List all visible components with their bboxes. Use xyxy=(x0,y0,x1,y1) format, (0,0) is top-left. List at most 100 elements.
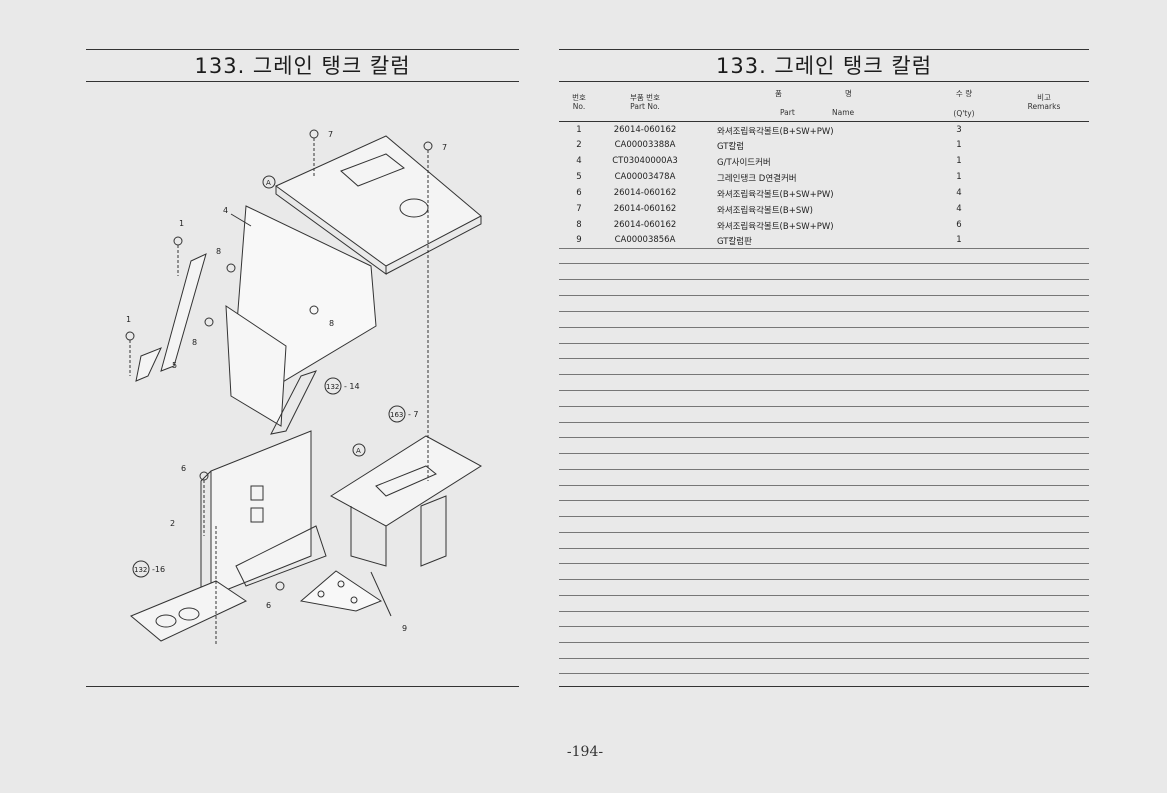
row-qty: 3 xyxy=(956,125,962,135)
header-name-en-1: Part xyxy=(780,108,795,117)
callout-6b: 6 xyxy=(266,601,271,610)
row-part-number: CA00003388A xyxy=(614,140,676,150)
table-row: 2 CA00003388A GT칼럼 1 xyxy=(559,137,1089,152)
header-remarks: 비고 Remarks xyxy=(1018,93,1070,111)
header-remarks-en: Remarks xyxy=(1027,102,1061,111)
table-rule xyxy=(559,295,1089,296)
row-part-name: G/T사이드커버 xyxy=(717,158,771,168)
header-qty-en: (Q'ty) xyxy=(953,109,975,118)
table-rule xyxy=(559,358,1089,359)
right-title-top-rule xyxy=(559,49,1089,50)
table-row: 8 26014-060162 와셔조립육각볼트(B+SW+PW) 6 xyxy=(559,217,1089,232)
row-no: 2 xyxy=(576,140,582,150)
row-part-name: 와셔조립육각볼트(B+SW+PW) xyxy=(717,222,834,232)
table-rule xyxy=(559,500,1089,501)
row-part-number: CT03040000A3 xyxy=(612,156,678,166)
table-row: 4 CT03040000A3 G/T사이드커버 1 xyxy=(559,153,1089,168)
row-qty: 6 xyxy=(956,220,962,230)
table-rule xyxy=(559,453,1089,454)
callout-5: 5 xyxy=(172,361,177,370)
table-rule xyxy=(559,374,1089,375)
table-rule xyxy=(559,248,1089,249)
table-rule xyxy=(559,485,1089,486)
table-rule xyxy=(559,595,1089,596)
row-qty: 4 xyxy=(956,204,962,214)
row-part-name: GT칼럼판 xyxy=(717,237,752,247)
header-part-ko: 부품 번호 xyxy=(630,93,660,102)
callout-7c: - 7 xyxy=(408,410,419,419)
row-part-number: 26014-060162 xyxy=(613,125,677,135)
table-rule xyxy=(559,406,1089,407)
table-row: 7 26014-060162 와셔조립육각볼트(B+SW) 4 xyxy=(559,201,1089,216)
table-rule xyxy=(559,642,1089,643)
row-qty: 4 xyxy=(956,188,962,198)
page-number: -194- xyxy=(566,744,604,760)
header-remarks-ko: 비고 xyxy=(1037,93,1051,102)
row-no: 7 xyxy=(576,204,582,214)
row-part-number: 26014-060162 xyxy=(613,220,677,230)
callout-1a: 1 xyxy=(179,219,184,228)
row-qty: 1 xyxy=(956,235,962,245)
left-bottom-rule xyxy=(86,686,519,687)
table-rule xyxy=(559,611,1089,612)
left-page-title: 133. 그레인 탱크 칼럼 xyxy=(194,54,411,78)
callout-4: 4 xyxy=(223,206,228,215)
table-row: 1 26014-060162 와셔조립육각볼트(B+SW+PW) 3 xyxy=(559,122,1089,137)
header-qty-ko: 수 량 xyxy=(955,89,973,98)
table-row: 9 CA00003856A GT칼럼판 1 xyxy=(559,232,1089,247)
callout-9: 9 xyxy=(402,624,407,633)
table-rule xyxy=(559,563,1089,564)
left-title-top-rule xyxy=(86,49,519,50)
callout-2: 2 xyxy=(170,519,175,528)
row-no: 9 xyxy=(576,235,582,245)
header-no: 번호 No. xyxy=(559,93,599,111)
callout-163: 163 xyxy=(390,411,403,419)
table-rule xyxy=(559,658,1089,659)
header-name-en-2: Name xyxy=(832,108,855,117)
row-part-name: 와셔조립육각볼트(B+SW+PW) xyxy=(717,127,834,137)
table-rule xyxy=(559,279,1089,280)
table-rule xyxy=(559,390,1089,391)
table-rule xyxy=(559,263,1089,264)
row-qty: 1 xyxy=(956,156,962,166)
table-rule xyxy=(559,437,1089,438)
table-row: 6 26014-060162 와셔조립육각볼트(B+SW+PW) 4 xyxy=(559,185,1089,200)
callout-a1: A xyxy=(266,179,271,187)
header-name-ko-1: 품 xyxy=(775,89,782,98)
table-rule xyxy=(559,311,1089,312)
row-part-number: CA00003478A xyxy=(614,172,676,182)
callout-14: - 14 xyxy=(344,382,360,391)
callout-1b: 1 xyxy=(126,315,131,324)
row-part-name: 그레인탱크 D연결커버 xyxy=(717,174,797,184)
header-part-en: Part No. xyxy=(630,102,660,111)
header-part-no: 부품 번호 Part No. xyxy=(601,93,689,111)
callout-7b: 7 xyxy=(442,143,447,152)
table-rule xyxy=(559,579,1089,580)
row-part-name: 와셔조립육각볼트(B+SW) xyxy=(717,206,813,216)
table-rule xyxy=(559,673,1089,674)
callout-132b: 132 xyxy=(134,566,147,574)
callout-8c: 8 xyxy=(329,319,334,328)
row-part-name: GT칼럼 xyxy=(717,142,745,152)
callout-a2: A xyxy=(356,447,361,455)
table-rule xyxy=(559,469,1089,470)
row-part-number: 26014-060162 xyxy=(613,188,677,198)
callout-132a: 132 xyxy=(326,383,339,391)
table-rule xyxy=(559,422,1089,423)
row-no: 6 xyxy=(576,188,582,198)
row-no: 4 xyxy=(576,156,582,166)
row-qty: 1 xyxy=(956,140,962,150)
table-row: 5 CA00003478A 그레인탱크 D연결커버 1 xyxy=(559,169,1089,184)
header-no-en: No. xyxy=(572,102,586,111)
header-bottom-rule xyxy=(559,121,1089,122)
table-rule xyxy=(559,532,1089,533)
right-title-bottom-rule xyxy=(559,81,1089,82)
header-no-ko: 번호 xyxy=(572,93,586,102)
row-no: 5 xyxy=(576,172,582,182)
header-name-ko-2: 명 xyxy=(845,89,852,98)
row-part-name: 와셔조립육각볼트(B+SW+PW) xyxy=(717,190,834,200)
row-no: 8 xyxy=(576,220,582,230)
table-rule xyxy=(559,516,1089,517)
right-page-title: 133. 그레인 탱크 칼럼 xyxy=(715,54,933,78)
right-bottom-rule xyxy=(559,686,1089,687)
